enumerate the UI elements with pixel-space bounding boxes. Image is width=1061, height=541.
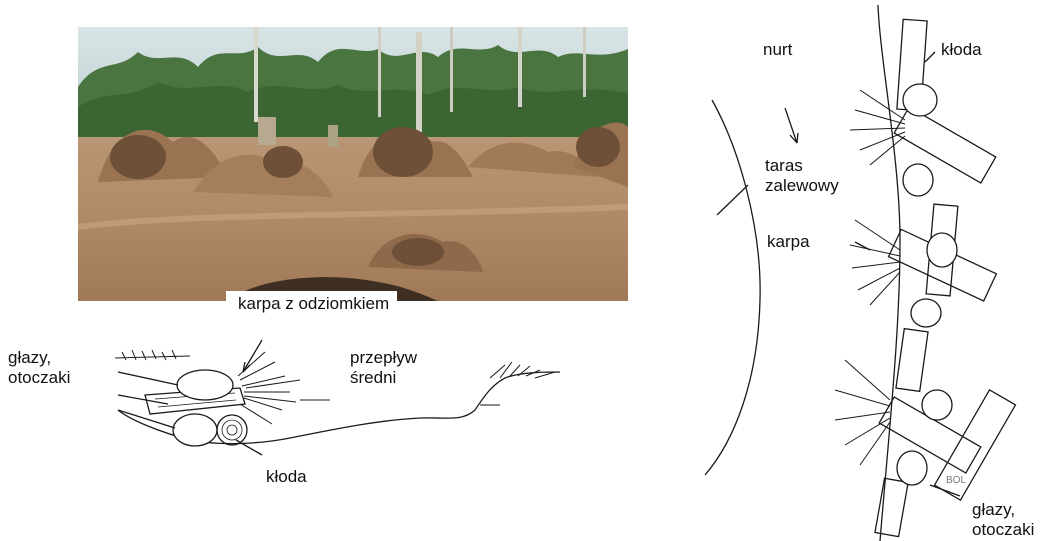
arrow-karpa-right xyxy=(855,242,870,250)
arrow-kloda-right xyxy=(925,52,935,62)
arrow-glazy xyxy=(118,372,178,385)
label-kloda-top: kłoda xyxy=(937,40,986,60)
plan-boulder-6 xyxy=(897,451,927,485)
plan-boulder-4 xyxy=(911,299,941,327)
right-bank-grass xyxy=(490,362,555,378)
boulder-upper xyxy=(177,370,233,400)
label-karpa: karpa xyxy=(767,232,810,252)
plan-boulder-5 xyxy=(922,390,952,420)
label-kloda-bottom: kłoda xyxy=(266,467,307,487)
plan-log-5 xyxy=(896,329,928,392)
plan-boulder-2 xyxy=(903,164,933,196)
root-strands xyxy=(238,352,300,424)
label-bou-fragment: BOL xyxy=(946,471,966,491)
plan-boulder-1 xyxy=(903,84,937,116)
label-nurt: nurt xyxy=(763,40,792,60)
arrow-karpa xyxy=(243,340,262,372)
plan-log-8 xyxy=(875,478,908,536)
plan-roots-3 xyxy=(835,360,890,465)
arrow-taras xyxy=(717,185,748,215)
inner-channel-line xyxy=(705,100,760,475)
plan-roots-2 xyxy=(850,220,900,305)
label-glazy-otoczaki-left: głazy, otoczaki xyxy=(0,348,80,398)
boulder-lower xyxy=(173,414,217,446)
outer-bank-line xyxy=(878,5,900,541)
plan-view-diagram xyxy=(705,5,1015,541)
log-cross-section xyxy=(217,415,247,445)
arrow-nurt xyxy=(785,108,797,143)
label-glazy-otoczaki-right: głazy, otoczaki xyxy=(970,500,1036,540)
label-przeplyw-sredni: przepływ średni xyxy=(338,348,427,400)
label-karpa-z-odziomkiem: karpa z odziomkiem xyxy=(226,291,397,316)
plan-boulder-3 xyxy=(927,233,957,267)
label-taras-zalewowy: taras zalewowy xyxy=(757,154,859,206)
